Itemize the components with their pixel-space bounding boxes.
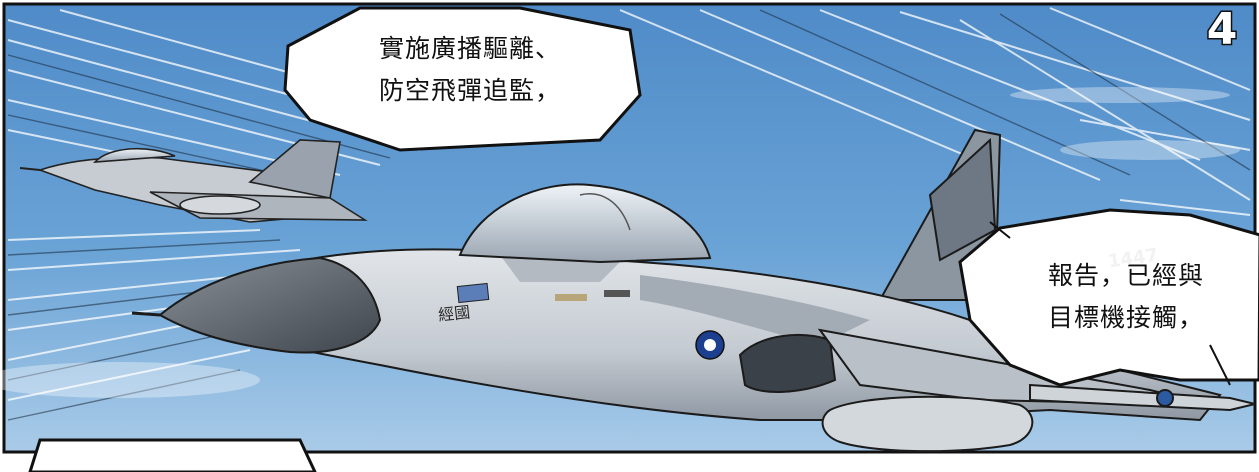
speech-bubble-top (283, 6, 642, 152)
panel-number: 4 (1205, 3, 1239, 57)
bubble-top-line1: 實施廣播驅離、 (378, 34, 561, 63)
bubble-right-line2: 目標機接觸， (1047, 303, 1204, 332)
speech-bubble-bottom-left (28, 438, 317, 472)
far-jet (19, 139, 368, 223)
bubble-right-line1: 報告，已經與 (1047, 261, 1204, 290)
speech-bubble-right (958, 208, 1259, 387)
roundel-icon (695, 330, 725, 360)
speech-bubble-top-text: 實施廣播驅離、 防空飛彈追監， (325, 28, 615, 112)
speech-bubble-right-text: 報告，已經與 目標機接觸， (1006, 255, 1246, 339)
side-name-text: 經國 (437, 302, 472, 325)
bubble-top-line2: 防空飛彈追監， (378, 76, 561, 105)
